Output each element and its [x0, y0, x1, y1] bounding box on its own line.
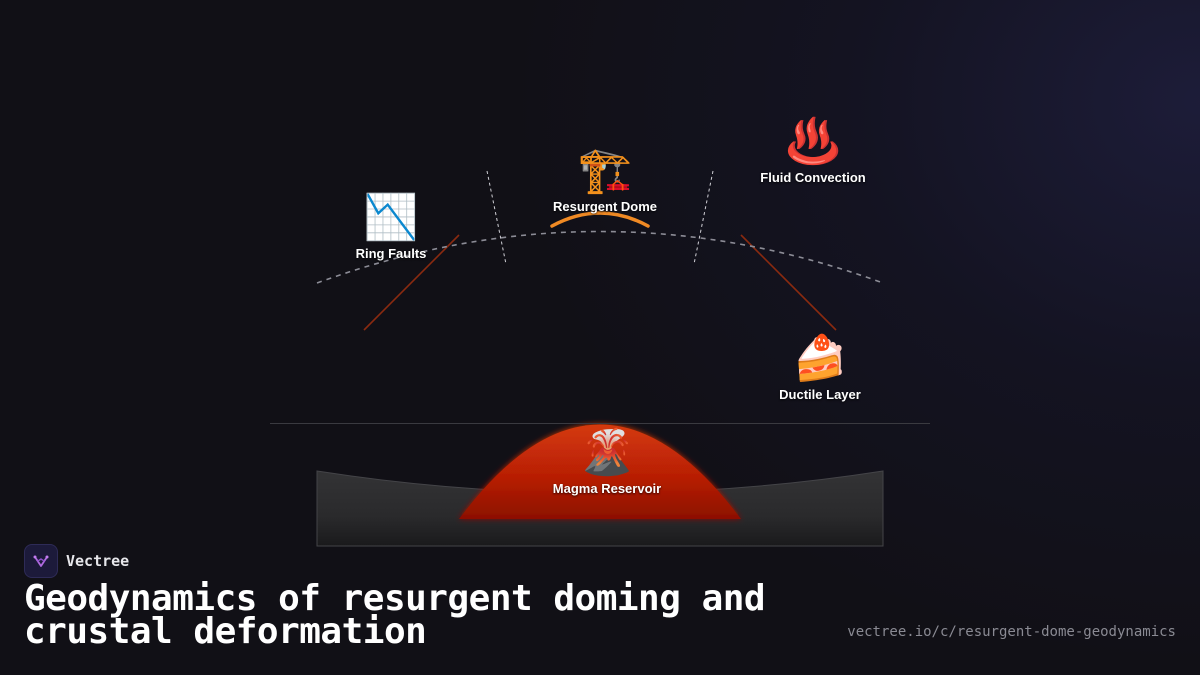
vectree-logo-icon — [24, 544, 58, 578]
node-label: Fluid Convection — [760, 170, 866, 185]
ring-fault-right — [740, 234, 837, 331]
node-resurgent-dome: 🏗️ Resurgent Dome — [505, 145, 705, 215]
ring-fault-left — [363, 234, 460, 331]
magma-reservoir-shape — [459, 424, 741, 519]
volcano-icon: 🌋 — [579, 427, 635, 478]
node-label: Ductile Layer — [779, 387, 861, 402]
page-title: Geodynamics of resurgent doming and crus… — [24, 578, 766, 652]
chart-decreasing-icon: 📉 — [363, 192, 419, 243]
node-ductile-layer: 🍰 Ductile Layer — [720, 333, 920, 403]
node-fluid-convection: ♨️ Fluid Convection — [713, 116, 913, 186]
hot-springs-icon: ♨️ — [785, 116, 841, 167]
uplift-arc — [316, 230, 884, 284]
node-label: Ring Faults — [355, 246, 427, 261]
dome-highlight — [550, 211, 650, 228]
construction-crane-icon: 🏗️ — [577, 145, 633, 196]
node-ring-faults: 📉 Ring Faults — [291, 192, 491, 262]
source-url: vectree.io/c/resurgent-dome-geodynamics — [847, 624, 1176, 640]
node-label: Magma Reservoir — [552, 481, 662, 496]
fault-guide-left — [486, 170, 507, 265]
layered-cake-icon: 🍰 — [792, 333, 848, 384]
node-magma-reservoir: 🌋 Magma Reservoir — [507, 427, 707, 497]
fault-guide-right — [693, 170, 714, 265]
brand-name: Vectree — [66, 552, 130, 570]
brand: Vectree — [24, 544, 129, 578]
node-label: Resurgent Dome — [552, 199, 658, 214]
